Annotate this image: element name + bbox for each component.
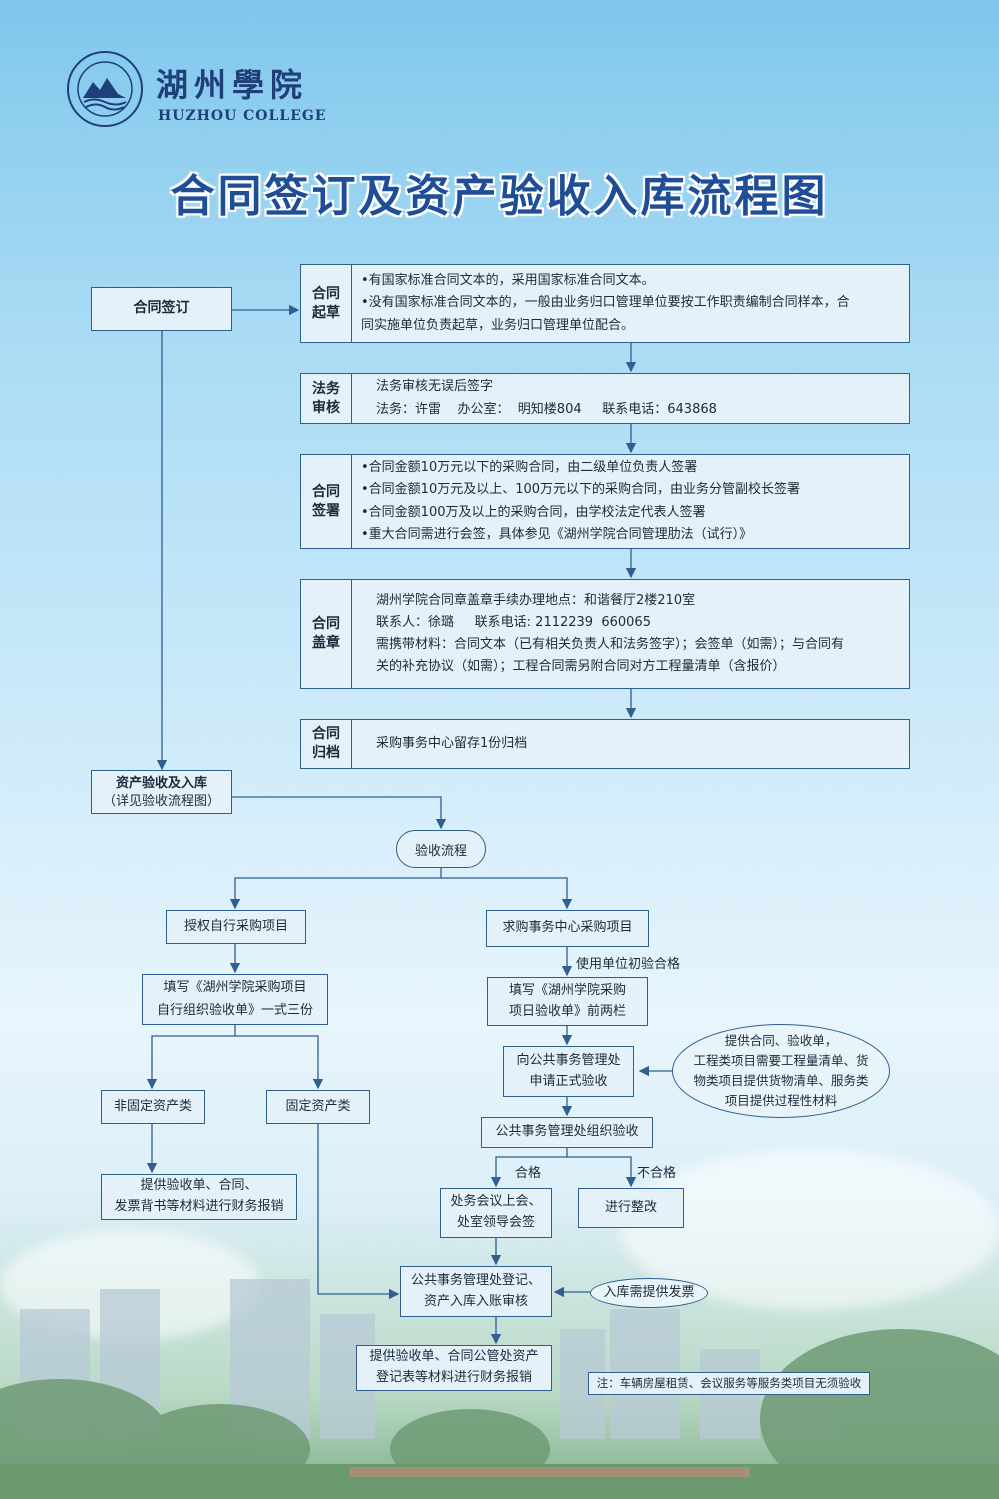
- step-line: 同实施单位负责起草，业务归口管理单位配合。: [361, 317, 635, 333]
- fail-label: 不合格: [637, 1166, 677, 1181]
- apply-formal-box: 向公共事务管理处 申请正式验收: [503, 1046, 634, 1097]
- fixed-asset-box: 固定资产类: [266, 1090, 370, 1124]
- non-fixed-docs-box: 提供验收单、合同、 发票背书等材料进行财务报销: [101, 1174, 297, 1220]
- meeting-box: 处务会议上会、 处室领导会签: [440, 1188, 552, 1238]
- non-fixed-asset-box: 非固定资产类: [101, 1090, 205, 1124]
- step-line: 法务：许雷 办公室： 明知楼804 联系电话：643868: [376, 401, 717, 417]
- step-line: •合同金额10万元及以上、100万元以下的采购合同，由业务分管副校长签署: [361, 482, 801, 498]
- college-logo-icon: [67, 51, 143, 127]
- step-line: 法务审核无误后签字: [376, 379, 494, 395]
- step-line: 湖州学院合同章盖章手续办理地点：和谐餐厅2楼210室: [376, 592, 696, 608]
- asset-acceptance-title: 资产验收及入库: [115, 776, 207, 791]
- step-label: 合同 签署: [301, 455, 352, 548]
- center-purchase-box: 求购事务中心采购项目: [486, 910, 649, 947]
- step-line: •有国家标准合同文本的，采用国家标准合同文本。: [361, 273, 655, 289]
- step-line: •合同金额10万元以下的采购合同，由二级单位负责人签署: [361, 460, 698, 476]
- materials-note: 提供合同、验收单， 工程类项目需要工程量清单、货 物类项目提供货物清单、服务类 …: [672, 1024, 890, 1118]
- college-name-cn: 湖州學院: [156, 66, 309, 104]
- final-docs-box: 提供验收单、合同公管处资产 登记表等材料进行财务报销: [356, 1345, 552, 1391]
- step-sealing: 合同 盖章 湖州学院合同章盖章手续办理地点：和谐餐厅2楼210室 联系人：徐璐 …: [300, 579, 910, 689]
- organize-acceptance-box: 公共事务管理处组织验收: [481, 1117, 653, 1148]
- footnote: 注：车辆房屋租赁、会议服务等服务类项目无须验收: [588, 1372, 870, 1395]
- step-line: •合同金额100万及以上的采购合同，由学校法定代表人签署: [361, 504, 706, 520]
- asset-acceptance-box: 资产验收及入库 （详见验收流程图）: [91, 770, 232, 814]
- step-line: •重大合同需进行会签，具体参见《湖州学院合同管理肋法（试行）》: [361, 526, 753, 542]
- pass-label: 合格: [515, 1166, 542, 1181]
- campus-background: [0, 1279, 999, 1499]
- step-line: •没有国家标准合同文本的，一般由业务归口管理单位要按工作职责编制合同样本，合: [361, 295, 850, 311]
- self-purchase-box: 授权自行采购项目: [166, 910, 306, 944]
- rectify-box: 进行整改: [578, 1188, 684, 1228]
- step-legal-review: 法务 审核 法务审核无误后签字 法务：许雷 办公室： 明知楼804 联系电话：6…: [300, 373, 910, 424]
- step-label: 合同 盖章: [301, 580, 352, 688]
- center-form-box: 填写《湖州学院采购 项日验收单》前两栏: [487, 977, 648, 1026]
- self-form-box: 填写《湖州学院采购项目 自行组织验收单》一式三份: [142, 974, 328, 1025]
- step-label: 合同 归档: [301, 720, 352, 768]
- register-box: 公共事务管理处登记、 资产入库入账审核: [400, 1266, 552, 1317]
- page-title: 合同签订及资产验收入库流程图: [170, 171, 829, 222]
- step-drafting: 合同 起草 •有国家标准合同文本的，采用国家标准合同文本。 •没有国家标准合同文…: [300, 264, 910, 343]
- initial-check-label: 使用单位初验合格: [576, 957, 681, 972]
- college-name-en: HUZHOU COLLEGE: [158, 108, 327, 124]
- step-line: 联系人：徐璐 联系电话: 2112239 660065: [376, 614, 651, 630]
- step-line: 关的补充协议（如需）；工程合同需另附合同对方工程量清单（含报价）: [376, 659, 786, 675]
- step-line: 需携带材料：合同文本（已有相关负责人和法务签字）；会签单（如需）；与合同有: [376, 637, 845, 652]
- step-signing: 合同 签署 •合同金额10万元以下的采购合同，由二级单位负责人签署 •合同金额1…: [300, 454, 910, 549]
- acceptance-flow-node: 验收流程: [396, 830, 486, 868]
- step-line: 采购事务中心留存1份归档: [376, 735, 528, 751]
- contract-sign-box: 合同签订: [91, 287, 232, 331]
- asset-acceptance-sub: （详见验收流程图）: [102, 793, 220, 809]
- step-label: 法务 审核: [301, 374, 352, 423]
- step-label: 合同 起草: [301, 265, 352, 342]
- invoice-note: 入库需提供发票: [590, 1278, 708, 1308]
- step-archiving: 合同 归档 采购事务中心留存1份归档: [300, 719, 910, 769]
